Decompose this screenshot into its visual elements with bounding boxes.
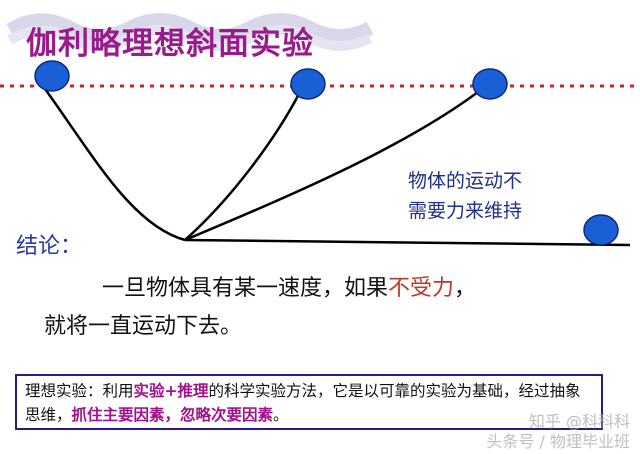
summary-part-2: 的科学实验方法，它是以可靠的实验为基础，经过抽象思维，: [25, 382, 581, 424]
title-band-decoration: [6, 13, 374, 51]
conclusion-line-1: 一旦物体具有某一速度，如果不受力，: [44, 270, 604, 308]
summary-part-1: 理想实验：利用: [25, 382, 134, 400]
summary-highlight-1: 实验+推理: [133, 381, 209, 400]
conclusion-text: 一旦物体具有某一速度，如果不受力， 就将一直运动下去。: [44, 270, 604, 346]
ball-horizontal: [583, 214, 619, 246]
watermark-line-1: 知乎 @科科科: [528, 412, 630, 431]
horizontal-surface: [184, 238, 631, 247]
note-line-1: 物体的运动不: [408, 170, 523, 192]
conclusion-line-1-before: 一旦物体具有某一速度，如果: [102, 276, 389, 301]
conclusion-line-2: 就将一直运动下去。: [44, 314, 243, 339]
watermark-line-2: 头条号 / 物理毕业班: [486, 432, 630, 451]
ball-start: [34, 60, 70, 92]
summary-box: 理想实验：利用实验+推理的科学实验方法，它是以可靠的实验为基础，经过抽象思维，抓…: [15, 374, 603, 430]
summary-part-3: 。: [273, 406, 289, 424]
conclusion-label: 结论：: [16, 234, 83, 259]
title-area: 伽利略理想斜面实验: [8, 8, 378, 62]
gentle-right-incline: [184, 90, 479, 242]
ball-steep: [290, 68, 326, 100]
conclusion-highlight: 不受力: [388, 276, 455, 301]
page-title: 伽利略理想斜面实验: [26, 26, 314, 62]
conclusion-line-1-after: ，: [454, 276, 477, 301]
left-incline-curve: [38, 81, 186, 242]
note-line-2: 需要力来维持: [408, 200, 523, 222]
summary-highlight-2: 抓住主要因素，忽略次要因素: [71, 405, 274, 424]
note-text: 物体的运动不 需要力来维持: [408, 166, 598, 226]
ball-gentle: [472, 68, 508, 100]
watermark: 知乎 @科科科 头条号 / 物理毕业班: [486, 412, 630, 452]
steep-right-incline: [184, 91, 302, 241]
